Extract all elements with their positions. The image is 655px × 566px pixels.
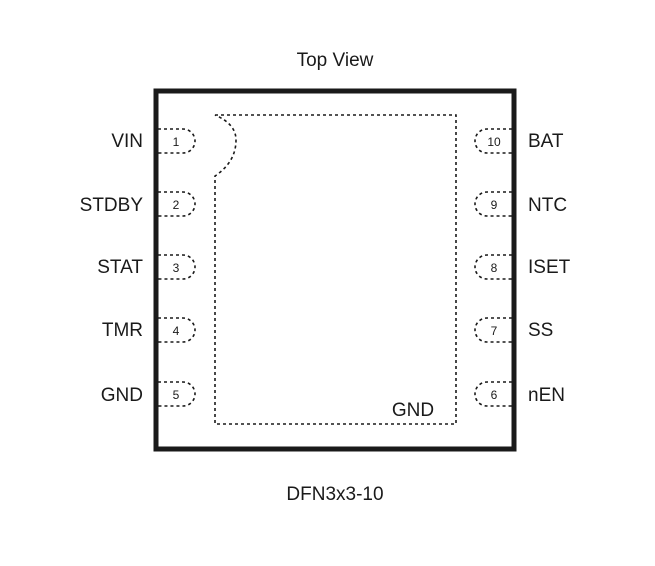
pin-pad: [474, 254, 512, 280]
right-pin-7: 7 SS: [474, 317, 553, 343]
pin-pad: [158, 254, 196, 280]
pin-number: 2: [173, 198, 180, 212]
package-outline: [153, 88, 517, 452]
pin-name: STAT: [97, 257, 143, 278]
left-pin-5: 5 GND: [101, 381, 196, 407]
pin-number: 1: [173, 135, 180, 149]
pin-name: BAT: [528, 131, 564, 152]
exposed-pad-outline: [214, 114, 457, 425]
pin-name: SS: [528, 320, 553, 341]
pin-pad: [474, 317, 512, 343]
pin-number: 9: [491, 198, 498, 212]
pin-pad: [474, 381, 512, 407]
pin-number: 10: [487, 135, 501, 149]
pin-number: 3: [173, 261, 180, 275]
pin-name: VIN: [111, 131, 143, 152]
left-pin-4: 4 TMR: [102, 317, 196, 343]
pin-pad: [158, 191, 196, 217]
pin-name: GND: [101, 385, 143, 406]
pin-name: TMR: [102, 320, 143, 341]
pin-name: NTC: [528, 195, 567, 216]
package-name: DFN3x3-10: [286, 484, 383, 505]
right-pin-9: 9 NTC: [474, 191, 567, 217]
pin-pad: [474, 191, 512, 217]
pin-number: 5: [173, 388, 180, 402]
right-pin-10: 10 BAT: [474, 128, 564, 154]
pin-number: 4: [173, 324, 180, 338]
pin-pad: [158, 381, 196, 407]
pin-pad: [158, 317, 196, 343]
pin-name: nEN: [528, 385, 565, 406]
right-pin-6: 6 nEN: [474, 381, 565, 407]
view-title: Top View: [297, 50, 374, 71]
pin-name: ISET: [528, 257, 571, 278]
left-pin-3: 3 STAT: [97, 254, 196, 280]
right-pin-8: 8 ISET: [474, 254, 571, 280]
pin-pad: [158, 128, 196, 154]
left-pin-2: 2 STDBY: [80, 191, 196, 217]
exposed-pad-label: GND: [392, 400, 434, 421]
pin-pad: [474, 128, 512, 154]
left-pin-1: 1 VIN: [111, 128, 196, 154]
pin-number: 8: [491, 261, 498, 275]
pin-name: STDBY: [80, 195, 144, 216]
pin-number: 6: [491, 388, 498, 402]
pin-number: 7: [491, 324, 498, 338]
